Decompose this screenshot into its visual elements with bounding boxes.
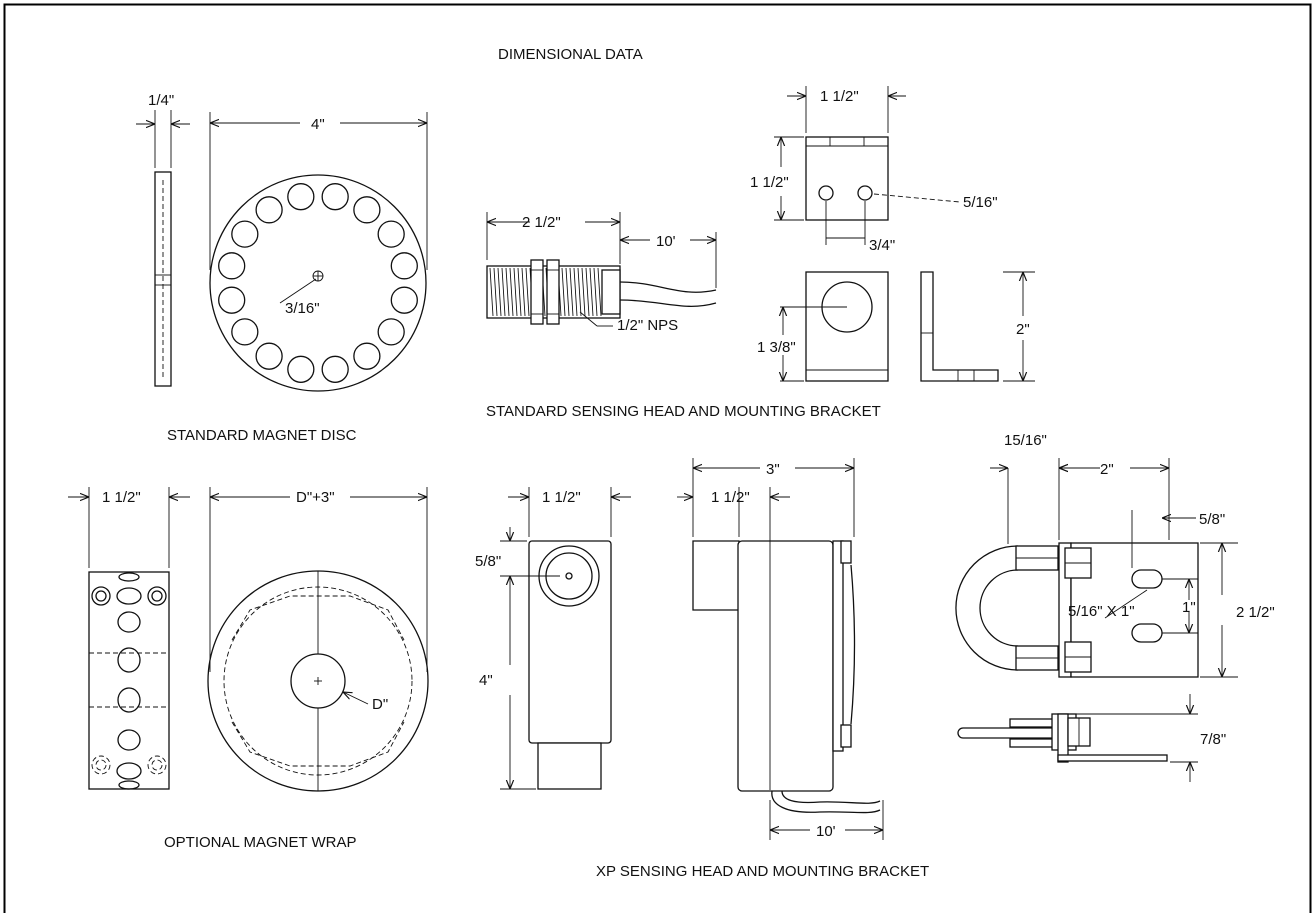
magnet-hole <box>390 252 418 280</box>
magnet-hole <box>377 318 405 346</box>
xp-top-offset-label: 5/8" <box>475 553 501 570</box>
page-frame <box>3 3 1312 916</box>
disc-diameter-label: 4" <box>311 116 325 133</box>
magnet-disc-side-view <box>136 110 190 387</box>
xp-bracket-height-label: 2 1/2" <box>1236 604 1275 621</box>
xp-head-title: XP SENSING HEAD AND MOUNTING BRACKET <box>596 863 929 880</box>
disc-center-hole-label: 3/16" <box>285 300 320 317</box>
wrap-magnet <box>118 780 140 790</box>
xp-bracket-depth-label: 7/8" <box>1200 731 1226 748</box>
xp-height-label: 4" <box>479 672 493 689</box>
bracket-width-label: 1 1/2" <box>820 88 859 105</box>
magnet-hole <box>377 220 405 248</box>
magnet-holes <box>218 183 418 383</box>
xp-bracket-slot-spacing-label: 1" <box>1182 599 1196 616</box>
wrap-magnet <box>116 762 142 780</box>
bracket-side-height-label: 2" <box>1016 321 1030 338</box>
sensing-head <box>486 212 717 327</box>
bracket-hole-spacing-label: 3/4" <box>869 237 895 254</box>
xp-bracket-width-label: 2" <box>1100 461 1114 478</box>
xp-width-label: 1 1/2" <box>542 489 581 506</box>
magnet-hole <box>353 196 381 224</box>
bracket-hole-label: 5/16" <box>963 194 998 211</box>
xp-bracket-offset-label: 15/16" <box>1004 432 1047 449</box>
magnet-disc-title: STANDARD MAGNET DISC <box>167 427 357 444</box>
xp-head-front-view <box>500 487 631 790</box>
sensing-head-title: STANDARD SENSING HEAD AND MOUNTING BRACK… <box>486 403 881 420</box>
magnet-disc-face-view <box>209 112 428 392</box>
disc-thickness-label: 1/4" <box>148 92 174 109</box>
magnet-hole <box>218 286 246 314</box>
magnet-hole <box>287 355 315 383</box>
xp-bracket-slot-label: 5/16" X 1" <box>1068 603 1135 620</box>
xp-inner-width-label: 1 1/2" <box>711 489 750 506</box>
xp-bracket-side-view <box>957 694 1198 782</box>
wrap-magnet <box>118 572 140 582</box>
magnet-wrap-side-view <box>68 487 190 790</box>
magnet-hole <box>321 355 349 383</box>
bracket-plate-view <box>780 271 889 382</box>
magnet-hole <box>321 183 349 211</box>
head-thread-label: 1/2" NPS <box>617 317 678 334</box>
magnet-wrap-face-view <box>207 487 429 792</box>
wrap-magnet <box>117 687 141 713</box>
bracket-hole-height-label: 1 3/8" <box>757 339 796 356</box>
bracket-side-view <box>920 271 1035 382</box>
magnet-hole <box>218 252 246 280</box>
wrap-magnet <box>117 729 141 751</box>
xp-head-side-view <box>677 458 884 840</box>
magnet-hole <box>255 342 283 370</box>
magnet-wrap-title: OPTIONAL MAGNET WRAP <box>164 834 357 851</box>
main-title: DIMENSIONAL DATA <box>498 46 643 63</box>
head-length-label: 2 1/2" <box>522 214 561 231</box>
wrap-magnet <box>117 611 141 633</box>
xp-body-width-label: 3" <box>766 461 780 478</box>
magnet-hole <box>390 286 418 314</box>
xp-bracket-slot-offset-label: 5/8" <box>1199 511 1225 528</box>
wrap-width-label: 1 1/2" <box>102 489 141 506</box>
wrap-outer-label: D"+3" <box>296 489 335 506</box>
bracket-height-label: 1 1/2" <box>750 174 789 191</box>
magnet-hole <box>231 220 259 248</box>
wrap-magnet <box>117 647 141 673</box>
head-cable-label: 10' <box>656 233 676 250</box>
magnet-hole <box>231 318 259 346</box>
xp-cable-label: 10' <box>816 823 836 840</box>
magnet-hole <box>353 342 381 370</box>
bracket-front-view <box>774 86 961 245</box>
wrap-magnet <box>116 587 142 605</box>
magnet-hole <box>287 183 315 211</box>
xp-bracket-front-view <box>955 458 1238 678</box>
magnet-hole <box>255 196 283 224</box>
wrap-inner-label: D" <box>372 696 388 713</box>
